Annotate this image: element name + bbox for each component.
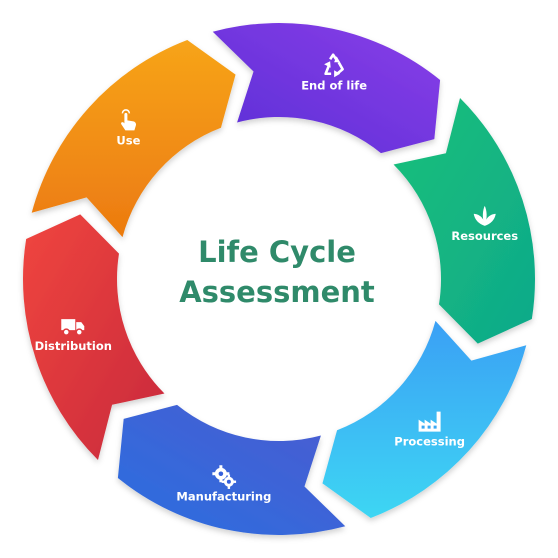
gears-icon	[212, 465, 237, 489]
label-distribution: Distribution	[35, 339, 112, 353]
label-use: Use	[116, 133, 140, 147]
label-end-of-life: End of life	[301, 78, 367, 92]
hand-tap-icon	[121, 109, 137, 131]
center-title-line-2: Assessment	[179, 275, 375, 309]
segment-distribution	[22, 214, 165, 461]
center-title-line-1: Life Cycle	[198, 235, 356, 269]
label-resources: Resources	[451, 229, 518, 243]
segment-use	[31, 40, 236, 238]
recycle-icon	[324, 53, 344, 78]
leaf-icon	[473, 205, 496, 226]
truck-icon	[61, 319, 85, 336]
segment-processing	[322, 320, 527, 518]
segment-resources	[393, 97, 536, 344]
label-manufacturing: Manufacturing	[176, 490, 271, 504]
factory-icon	[418, 411, 441, 432]
segment-end-of-life	[212, 22, 441, 154]
cycle-icons	[61, 53, 496, 489]
segment-manufacturing	[117, 404, 346, 536]
cycle-segments	[22, 22, 536, 536]
label-processing: Processing	[394, 435, 465, 449]
